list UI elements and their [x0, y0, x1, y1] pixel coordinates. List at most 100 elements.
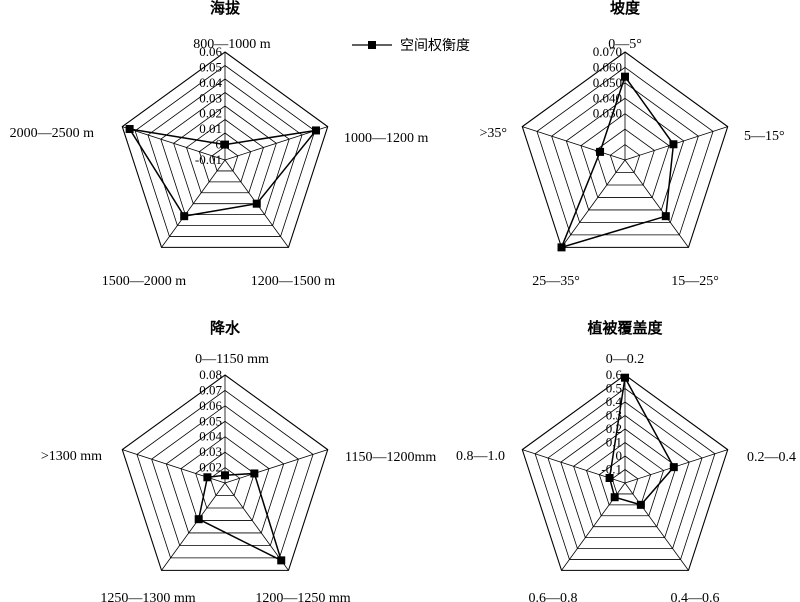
- data-point: [252, 199, 261, 208]
- category-label: 0—1150 mm: [195, 352, 269, 367]
- grid-ring: [521, 374, 729, 571]
- tick-label: 0.04: [199, 429, 222, 444]
- data-point: [669, 140, 678, 149]
- tick-label: 0.050: [593, 75, 622, 90]
- category-label: 0—5°: [608, 37, 642, 52]
- category-label: 0.4—0.6: [671, 591, 720, 602]
- grid-ring: [147, 78, 303, 226]
- chart-title: 植被覆盖度: [587, 319, 663, 337]
- data-point: [311, 126, 320, 135]
- grid-ring: [211, 146, 239, 172]
- tick-label: 0.03: [199, 444, 222, 459]
- data-point: [610, 493, 619, 502]
- category-label: 0.6—0.8: [529, 591, 578, 602]
- series-line: [608, 375, 675, 506]
- grid-ring: [573, 428, 677, 528]
- axis-spoke: [624, 482, 689, 571]
- grid-ring: [160, 92, 290, 216]
- legend-marker: [368, 41, 376, 49]
- axis-spoke: [561, 159, 626, 248]
- category-label: 1150—1200mm: [345, 450, 436, 465]
- data-point: [221, 471, 229, 480]
- radar-panel: 海拔-0.0100.010.020.030.040.050.06800—1000…: [10, 0, 429, 289]
- category-label: 1200—1500 m: [251, 274, 336, 289]
- axis-spoke: [522, 126, 626, 161]
- chart-title: 降水: [210, 319, 241, 337]
- category-label: 5—15°: [744, 129, 785, 144]
- tick-label: 0.08: [199, 367, 222, 382]
- data-point: [557, 243, 566, 252]
- tick-label: 0: [616, 448, 623, 463]
- series-line: [197, 472, 283, 562]
- radar-panel: 坡度0.0300.0400.0500.0600.0700—5°5—15°15—2…: [480, 0, 785, 289]
- tick-label: 0.2: [606, 421, 622, 436]
- tick-label: 0.02: [199, 460, 222, 475]
- grid-ring: [534, 388, 716, 560]
- tick-label: 0.01: [199, 121, 222, 136]
- tick-label: 0.04: [199, 75, 222, 90]
- legend-label: 空间权衡度: [400, 38, 470, 54]
- tick-label: 0.1: [606, 435, 622, 450]
- tick-label: 0.6: [606, 367, 623, 382]
- grid-ring: [580, 113, 670, 198]
- tick-label: 0.030: [593, 106, 622, 121]
- tick-label: 0.07: [199, 382, 222, 397]
- grid-ring: [595, 128, 655, 186]
- data-point: [180, 212, 189, 221]
- grid-ring: [186, 119, 264, 194]
- data-point: [250, 469, 259, 478]
- radar-panel: 降水0.020.030.040.050.060.070.080—1150 mm1…: [41, 319, 437, 602]
- data-point: [125, 125, 134, 134]
- axis-spoke: [122, 126, 226, 161]
- grid-ring: [547, 401, 703, 549]
- series-line: [560, 75, 675, 249]
- series-line: [128, 128, 318, 217]
- legend: 空间权衡度: [352, 38, 470, 54]
- category-label: 1250—1300 mm: [100, 591, 195, 602]
- grid-ring: [521, 51, 729, 248]
- tick-label: 0.02: [199, 106, 222, 121]
- category-label: 25—35°: [532, 274, 580, 289]
- category-label: 1500—2000 m: [102, 274, 187, 289]
- tick-label: 0.070: [593, 44, 622, 59]
- grid-ring: [151, 405, 299, 546]
- tick-label: 0.03: [199, 90, 222, 105]
- category-label: 0.8—1.0: [456, 449, 505, 464]
- data-point: [277, 556, 286, 565]
- chart-title: 海拔: [210, 0, 241, 17]
- category-label: 2000—2500 m: [10, 126, 95, 141]
- axis-spoke: [224, 482, 289, 571]
- axis-spoke: [224, 126, 328, 161]
- grid-ring: [609, 144, 641, 173]
- grid-ring: [198, 132, 252, 183]
- tick-label: -0.01: [195, 152, 222, 167]
- category-label: >1300 mm: [41, 449, 102, 464]
- grid-ring: [586, 442, 664, 517]
- grid-ring: [536, 66, 714, 236]
- grid-ring: [598, 455, 652, 506]
- category-label: 15—25°: [671, 274, 719, 289]
- data-point: [621, 373, 629, 382]
- data-point: [596, 147, 605, 156]
- category-label: 1200—1250 mm: [255, 591, 350, 602]
- data-point: [194, 515, 203, 524]
- grid-ring: [121, 51, 329, 248]
- tick-label: 0.040: [593, 90, 622, 105]
- grid-ring: [134, 65, 316, 237]
- category-label: 1000—1200 m: [344, 131, 429, 146]
- data-point: [203, 473, 212, 482]
- axis-spoke: [161, 482, 226, 571]
- radar-panel: 植被覆盖度-0.100.10.20.30.40.50.60—0.20.2—0.4…: [456, 319, 796, 602]
- category-label: >35°: [480, 126, 508, 141]
- category-label: 800—1000 m: [193, 37, 271, 52]
- category-label: 0—0.2: [606, 352, 645, 367]
- data-point: [669, 463, 678, 472]
- tick-label: 0.06: [199, 398, 222, 413]
- axis-spoke: [624, 159, 689, 248]
- grid-ring: [611, 469, 639, 495]
- grid-ring: [136, 389, 314, 559]
- grid-ring: [195, 451, 255, 509]
- tick-label: 0.060: [593, 59, 622, 74]
- data-point: [221, 140, 229, 149]
